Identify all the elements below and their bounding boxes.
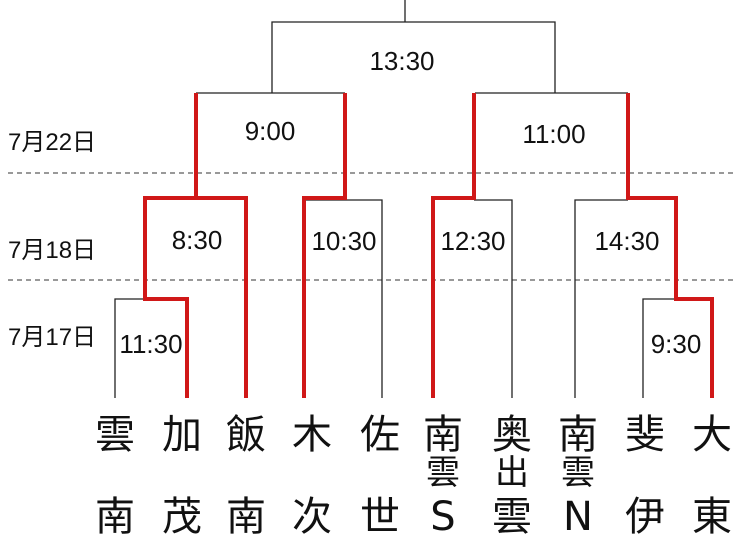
team-9-line3: 伊 — [625, 494, 665, 540]
team-6-line1: 南 — [423, 412, 463, 458]
team-7-line3: 雲 — [492, 494, 532, 540]
team-names: 雲 南 加 茂 飯 南 木 次 佐 世 南 雲 S 奥 出 雲 南 雲 N 斐 … — [95, 412, 732, 540]
team-6-line2: 雲 — [426, 453, 460, 493]
team-4-line3: 次 — [292, 494, 332, 540]
date-label-jul17: 7月17日 — [8, 324, 96, 351]
match-time-qf3: 12:30 — [440, 226, 505, 256]
winner-path-daito — [626, 93, 714, 398]
team-8-line3: N — [563, 494, 593, 540]
team-4-line1: 木 — [292, 412, 332, 458]
winner-lines — [143, 93, 714, 398]
date-label-jul18: 7月18日 — [8, 237, 96, 264]
match-time-qf1: 8:30 — [172, 225, 223, 255]
team-10-line1: 大 — [692, 412, 732, 458]
match-time-qf2: 10:30 — [311, 226, 376, 256]
team-3-line3: 南 — [226, 494, 266, 540]
date-label-jul22: 7月22日 — [8, 129, 96, 156]
team-10-line3: 東 — [692, 494, 732, 540]
team-7-line2: 出 — [495, 453, 529, 493]
match-time-qf4: 14:30 — [594, 226, 659, 256]
match-time-semi-left: 9:00 — [245, 116, 296, 146]
winner-path-iinan — [194, 93, 248, 398]
match-time-final: 13:30 — [369, 46, 434, 76]
winner-path-kisuki — [302, 93, 347, 398]
team-1-line1: 雲 — [95, 412, 135, 458]
team-9-line1: 斐 — [625, 412, 665, 458]
team-2-line3: 茂 — [162, 494, 202, 540]
team-3-line1: 飯 — [226, 412, 266, 458]
team-8-line2: 雲 — [561, 453, 595, 493]
team-1-line3: 南 — [95, 494, 135, 540]
team-6-line3: S — [430, 494, 455, 540]
team-5-line3: 世 — [360, 494, 400, 540]
team-7-line1: 奥 — [492, 412, 532, 458]
winner-path-nanun-s — [431, 93, 476, 398]
team-5-line1: 佐 — [360, 412, 400, 458]
winner-path-kamo — [143, 196, 196, 398]
team-2-line1: 加 — [162, 412, 202, 458]
match-time-semi-right: 11:00 — [522, 119, 585, 149]
team-8-line1: 南 — [558, 412, 598, 458]
match-time-r1-left: 11:30 — [119, 329, 182, 359]
bracket-lines — [114, 0, 676, 398]
match-time-r1-right: 9:30 — [651, 329, 702, 359]
